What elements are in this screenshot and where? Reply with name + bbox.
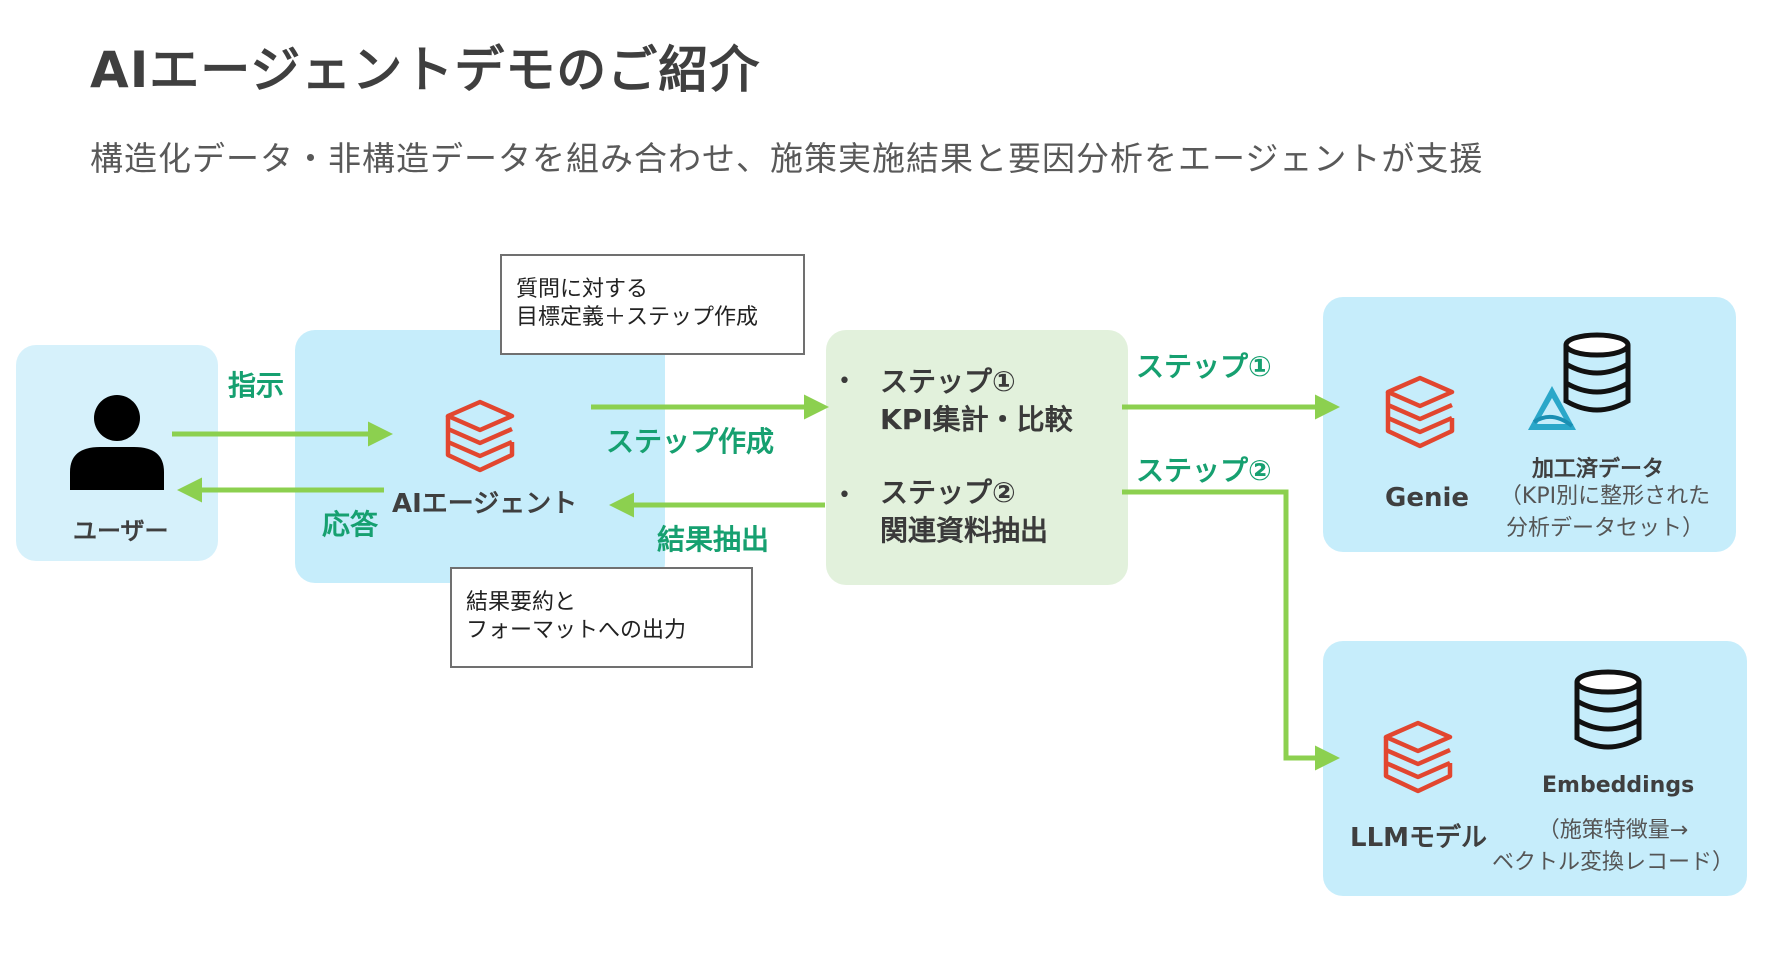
step-2-item: ステップ② 関連資料抽出: [880, 474, 1048, 550]
agent-label: AIエージェント: [392, 489, 578, 519]
user-label: ユーザー: [73, 517, 169, 545]
genie-data-title: 加工済データ: [1532, 457, 1665, 482]
create-steps-label: ステップ作成: [606, 425, 775, 458]
step-1-title: ステップ①: [880, 365, 1016, 398]
genie-data-desc-line-2: 分析データセット）: [1505, 516, 1704, 541]
plan-note: 質問に対する 目標定義＋ステップ作成: [500, 254, 805, 355]
llm-data-desc: （施策特徴量→ ベクトル変換レコード）: [1488, 812, 1738, 876]
genie-label: Genie: [1385, 483, 1470, 513]
summary-note: 結果要約と フォーマットへの出力: [450, 567, 753, 668]
plan-note-line-2: 目標定義＋ステップ作成: [516, 305, 759, 330]
step1-label: ステップ①: [1136, 350, 1272, 383]
step-2-desc: 関連資料抽出: [880, 514, 1049, 547]
genie-data-desc: （KPI別に整形された 分析データセット）: [1490, 478, 1720, 542]
step-1-item: ステップ① KPI集計・比較: [880, 363, 1073, 439]
llm-data-desc-line-1: （施策特徴量→: [1537, 818, 1689, 843]
summary-note-line-2: フォーマットへの出力: [466, 618, 687, 643]
step2-label: ステップ②: [1136, 454, 1272, 487]
extract-results-label: 結果抽出: [657, 523, 770, 556]
page-subtitle: 構造化データ・非構造データを組み合わせ、施策実施結果と要因分析をエージェントが支…: [90, 139, 1484, 178]
response-label: 応答: [322, 508, 379, 541]
step-bullet: •: [838, 369, 851, 394]
plan-note-line-1: 質問に対する: [516, 277, 649, 302]
genie-panel: [1323, 297, 1736, 552]
llm-data-title: Embeddings: [1542, 773, 1695, 798]
user-icon: [70, 395, 164, 490]
instruction-label: 指示: [228, 369, 285, 402]
database-icon: [1563, 332, 1631, 413]
summary-note-line-1: 結果要約と: [466, 590, 577, 615]
genie-brand-icon: [1385, 375, 1455, 449]
database-icon: [1574, 669, 1642, 750]
llm-label: LLMモデル: [1350, 823, 1488, 853]
page-title: AIエージェントデモのご紹介: [90, 41, 761, 99]
steps-panel: [826, 330, 1128, 585]
step-2-title: ステップ②: [880, 476, 1016, 509]
step-bullet: •: [838, 483, 851, 508]
llm-data-desc-line-2: ベクトル変換レコード）: [1491, 850, 1734, 875]
agent-brand-icon: [445, 399, 515, 473]
llm-brand-icon: [1383, 720, 1453, 794]
step-1-desc: KPI集計・比較: [880, 403, 1073, 436]
genie-data-desc-line-1: （KPI別に整形された: [1499, 484, 1711, 509]
delta-icon: [1528, 386, 1576, 430]
step2-arrow: [1122, 489, 1340, 771]
